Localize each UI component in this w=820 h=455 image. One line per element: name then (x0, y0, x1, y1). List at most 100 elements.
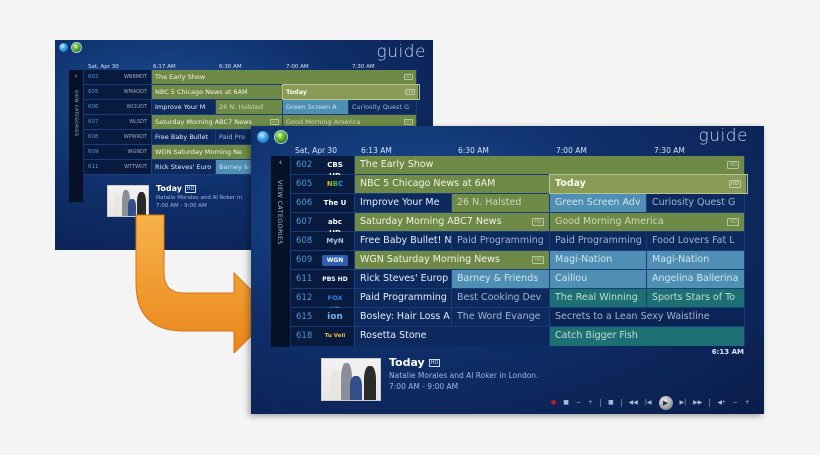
back-button-icon[interactable] (59, 43, 68, 52)
program-cell[interactable]: Paid Programming (452, 232, 550, 250)
time-label: 7:30 AM (654, 146, 685, 155)
program-cell[interactable]: Catch Bigger Fish (550, 327, 745, 346)
rewind-icon[interactable]: ◀◀ (628, 399, 638, 406)
windows-start-orb-icon[interactable] (71, 42, 82, 53)
divider (709, 399, 711, 407)
program-cell[interactable]: Improve Your M (152, 100, 216, 114)
channel-number: 607 (88, 119, 99, 125)
details-title: Today HD (156, 184, 197, 193)
play-button-icon[interactable]: ▶ (658, 396, 673, 410)
chevron-left-icon[interactable]: ‹ (74, 72, 78, 80)
channel-number: 605 (88, 89, 99, 95)
program-cell[interactable]: Magi-Nation (647, 251, 745, 269)
fast-forward-icon[interactable]: ▶▶ (693, 399, 703, 406)
record-icon[interactable]: ● (551, 399, 557, 406)
program-cell[interactable]: Green Screen Adv (550, 194, 647, 212)
channel-info[interactable]: 602 WBBMDT (84, 70, 152, 84)
program-cell[interactable]: Bosley: Hair Loss A (355, 308, 452, 326)
date-label: Sat, Apr 30 (88, 64, 119, 70)
stop-icon[interactable]: ■ (563, 399, 569, 406)
channel-up-icon[interactable]: + (587, 399, 593, 406)
program-cell[interactable]: 26 N. Halsted (216, 100, 283, 114)
program-cell[interactable]: Free Baby Bullet! N (355, 232, 452, 250)
program-cell[interactable]: Magi-Nation (550, 251, 647, 269)
program-cell[interactable]: Food Lovers Fat L (647, 232, 745, 250)
program-cell[interactable]: Caillou (550, 270, 647, 288)
program-cell[interactable]: Sports Stars of To (647, 289, 745, 307)
channel-name: WBBMDT (123, 74, 147, 80)
time-label: 7:00 AM (556, 146, 587, 155)
program-cell[interactable]: The Word Evange (452, 308, 550, 326)
channel-down-icon[interactable]: − (575, 399, 581, 406)
program-cell[interactable]: Green Screen A (283, 100, 349, 114)
program-cell[interactable]: Paid Programming (355, 289, 452, 307)
time-label: 7:00 AM (286, 64, 309, 70)
program-cell[interactable]: Paid Programming (550, 232, 647, 250)
program-thumbnail (107, 185, 149, 217)
program-cell[interactable]: Curiosity Quest G (647, 194, 745, 212)
mute-icon[interactable]: ◀• (717, 399, 726, 406)
details-title: Today HD (389, 356, 441, 369)
chevron-left-icon[interactable]: ‹ (278, 158, 283, 168)
windows-start-orb-icon[interactable] (274, 130, 288, 144)
view-categories-panel[interactable]: ‹ VIEW CATEGORIES (271, 156, 290, 347)
program-cell[interactable]: Secrets to a Lean Sexy Waistline (550, 308, 745, 326)
program-cell[interactable]: Rosetta Stone (355, 327, 550, 346)
program-cell[interactable]: NBC 5 Chicago News at 6AM (355, 175, 550, 193)
program-cell[interactable]: Rick Steves' Euro (152, 160, 216, 174)
program-cell[interactable]: Curiosity Quest G (349, 100, 417, 114)
pause-icon[interactable]: ■ (607, 399, 614, 406)
program-cell[interactable]: Best Cooking Dev (452, 289, 550, 307)
details-description: Natalie Morales and Al Roker in London. (389, 371, 539, 380)
program-cell[interactable]: 26 N. Halsted (452, 194, 550, 212)
channel-number: 602 (88, 74, 99, 80)
channel-number: 605 (296, 179, 313, 189)
skip-back-icon[interactable]: |◀ (644, 399, 652, 406)
program-cell[interactable]: Free Baby Bullet (152, 130, 216, 144)
view-categories-panel[interactable]: ‹ VIEW CATEGORIES (69, 70, 83, 202)
program-cell[interactable]: Improve Your Me (355, 194, 452, 212)
program-thumbnail (321, 358, 381, 401)
volume-down-icon[interactable]: − (732, 399, 738, 406)
program-cell[interactable]: NBC 5 Chicago News at 6AM (152, 85, 283, 99)
window-title: guide (376, 42, 426, 62)
program-cell[interactable]: The Real Winning (550, 289, 647, 307)
ion-logo-icon: ion (327, 312, 343, 322)
program-cell[interactable]: Barney & Friends (452, 270, 550, 288)
back-button-icon[interactable] (257, 131, 269, 143)
volume-up-icon[interactable]: + (744, 399, 750, 406)
program-cell[interactable]: Rick Steves' Europ (355, 270, 452, 288)
program-cell[interactable]: Angelina Ballerina (647, 270, 745, 288)
skip-forward-icon[interactable]: ▶| (679, 399, 687, 406)
